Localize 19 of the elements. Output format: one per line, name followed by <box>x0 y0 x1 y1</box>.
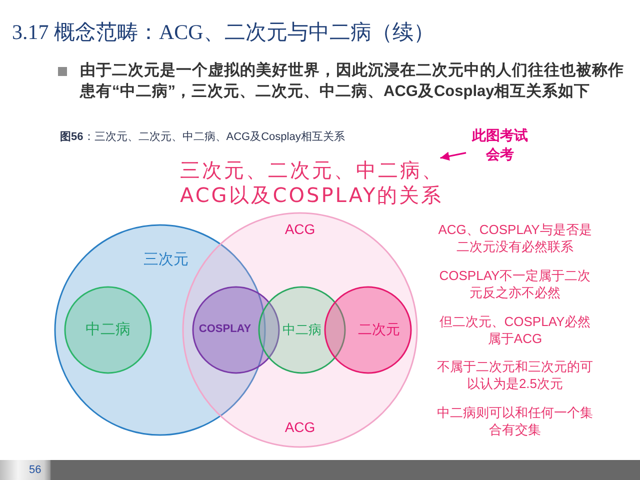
note-text: ACG、COSPLAY与是否是二次元没有必然联系 <box>437 221 593 255</box>
set-label: 三次元 <box>144 251 188 269</box>
set-label: COSPLAY <box>198 323 252 336</box>
bullet-text: 由于二次元是一个虚拟的美好世界，因此沉浸在二次元中的人们往往也被称作患有“中二病”，三次元、二次元、中二病、ACG及Cosplay相互关系如下 <box>80 60 625 102</box>
set-label: 二次元 <box>358 321 400 338</box>
note-text: 中二病则可以和任何一个集合有交集 <box>436 404 594 438</box>
figure-caption: 图56：三次元、二次元、中二病、ACG及Cosplay相互关系 <box>60 130 345 145</box>
note-text: 不属于二次元和三次元的可以认为是2.5次元 <box>436 358 594 392</box>
slide-title: 3.17 概念范畴：ACG、二次元与中二病（续） <box>12 19 434 46</box>
exam-note: 此图考试会考 <box>466 126 534 166</box>
note-text: COSPLAY不一定属于二次元反之亦不必然 <box>438 267 592 301</box>
set-label: 中二病 <box>86 321 130 339</box>
set-label: ACG <box>284 419 316 436</box>
set-label: ACG <box>284 221 316 238</box>
set-label: 中二病 <box>282 322 322 338</box>
diagram-heading: 三次元、二次元、中二病、ACG以及COSPLAY的关系 <box>180 158 452 208</box>
note-text: 但二次元、COSPLAY必然属于ACG <box>438 313 592 347</box>
arrow <box>440 152 466 161</box>
page-number: 56 <box>29 464 42 477</box>
